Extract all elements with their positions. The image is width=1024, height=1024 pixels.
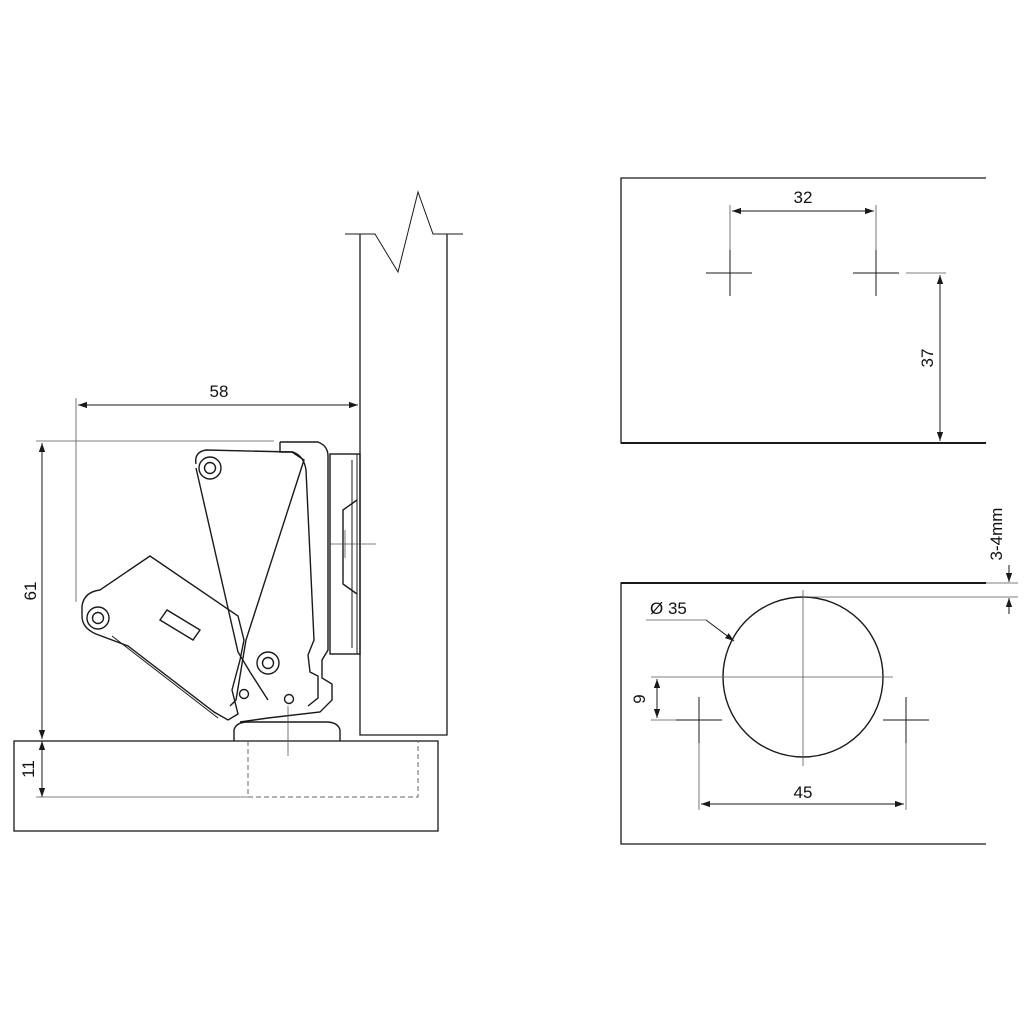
side-view: 58 61 11 (13, 190, 463, 832)
cabinet-side-panel (13, 740, 439, 832)
dim-diameter-label: Ø 35 (650, 599, 687, 618)
door-break-line (345, 190, 463, 274)
hinge-cup (329, 453, 376, 655)
screw-mark-left (706, 250, 752, 296)
dim-58: 58 (75, 382, 358, 602)
dim-11: 11 (19, 741, 248, 798)
dim-61-label: 61 (21, 582, 40, 601)
door-screw-panel (620, 177, 986, 444)
hinge-arm (81, 441, 341, 756)
dim-61: 61 (21, 440, 274, 739)
cup-bore-panel (620, 582, 986, 845)
dim-58-label: 58 (210, 382, 229, 401)
dim-9-label: 9 (630, 694, 649, 703)
cup-screw-mark-right (883, 697, 929, 743)
dim-32-label: 32 (794, 188, 813, 207)
screw-mark-right (853, 250, 899, 296)
dim-diameter: Ø 35 (646, 599, 735, 642)
door-screw-view: 32 37 (620, 177, 986, 444)
door-panel (359, 234, 448, 736)
dim-45-label: 45 (794, 783, 813, 802)
dim-37-label: 37 (918, 349, 937, 368)
cup-bore-view: Ø 35 9 45 3-4mm (620, 508, 1018, 845)
dim-45: 45 (698, 743, 907, 810)
dim-32: 32 (729, 188, 877, 250)
dim-11-label: 11 (19, 760, 38, 778)
dim-37: 37 (906, 272, 946, 441)
panel-drill-hole (247, 741, 419, 798)
dim-edge-distance-label: 3-4mm (987, 508, 1006, 561)
dim-edge-distance: 3-4mm (803, 508, 1018, 614)
cup-screw-mark-left (676, 697, 722, 743)
dim-9: 9 (630, 676, 694, 721)
